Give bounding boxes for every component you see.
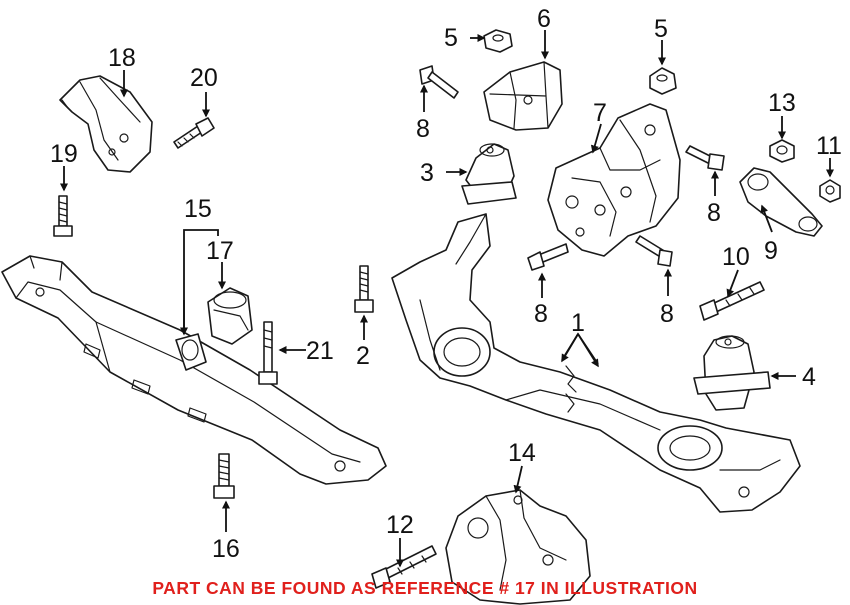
part-17-bushing xyxy=(207,287,253,345)
callout-2: 2 xyxy=(356,342,370,370)
part-10-bolt xyxy=(699,281,765,321)
callout-8-d: 8 xyxy=(707,199,721,227)
part-15-rear-subframe xyxy=(1,255,387,485)
part-11-nut xyxy=(819,179,841,203)
callout-labels: 5 6 5 8 3 7 8 13 11 9 10 8 8 4 2 1 14 12… xyxy=(50,5,842,563)
callout-8-c: 8 xyxy=(660,300,674,328)
part-2-bolt xyxy=(354,265,374,313)
leader-lines xyxy=(60,30,834,568)
part-14-transmission-mount xyxy=(445,489,591,605)
part-1-front-subframe xyxy=(391,213,801,513)
callout-20: 20 xyxy=(190,64,218,92)
callout-12: 12 xyxy=(386,511,414,539)
part-5-nut-a xyxy=(483,29,513,53)
callout-17: 17 xyxy=(206,237,234,265)
callout-9: 9 xyxy=(764,237,778,265)
callout-18: 18 xyxy=(108,44,136,72)
part-8-bolt-c xyxy=(635,235,673,267)
callout-21: 21 xyxy=(306,337,334,365)
callout-4: 4 xyxy=(802,363,816,391)
callout-5-a: 5 xyxy=(444,24,458,52)
part-8-bolt-a xyxy=(419,65,459,99)
part-21-bolt xyxy=(258,321,278,385)
part-15-bushing xyxy=(175,333,207,371)
callout-19: 19 xyxy=(50,140,78,168)
callout-10: 10 xyxy=(722,243,750,271)
callout-7: 7 xyxy=(593,99,607,127)
part-16-bolt xyxy=(213,453,235,499)
part-5-nut-b xyxy=(649,67,677,95)
part-4-engine-mount xyxy=(693,335,771,411)
callout-15: 15 xyxy=(184,195,212,223)
part-9-torque-rod xyxy=(739,167,823,237)
part-8-bolt-d xyxy=(685,145,725,171)
callout-8-b: 8 xyxy=(534,300,548,328)
reference-note: PART CAN BE FOUND AS REFERENCE # 17 IN I… xyxy=(152,578,698,598)
part-12-bolt xyxy=(371,545,437,589)
part-20-bolt xyxy=(173,117,215,149)
part-3-engine-mount xyxy=(461,143,517,205)
part-7-engine-bracket xyxy=(547,103,681,257)
callout-8-a: 8 xyxy=(416,115,430,143)
callout-6: 6 xyxy=(537,5,551,33)
part-19-bolt xyxy=(53,195,73,237)
callout-16: 16 xyxy=(212,535,240,563)
part-8-bolt-b xyxy=(527,243,569,271)
callout-14: 14 xyxy=(508,439,536,467)
callout-1: 1 xyxy=(571,309,585,337)
callout-13: 13 xyxy=(768,89,796,117)
callout-11: 11 xyxy=(816,132,842,160)
part-13-nut xyxy=(769,139,795,163)
callout-3: 3 xyxy=(420,159,434,187)
part-18-bracket xyxy=(59,75,153,173)
callout-5-b: 5 xyxy=(654,15,668,43)
part-6-bracket xyxy=(483,61,563,131)
